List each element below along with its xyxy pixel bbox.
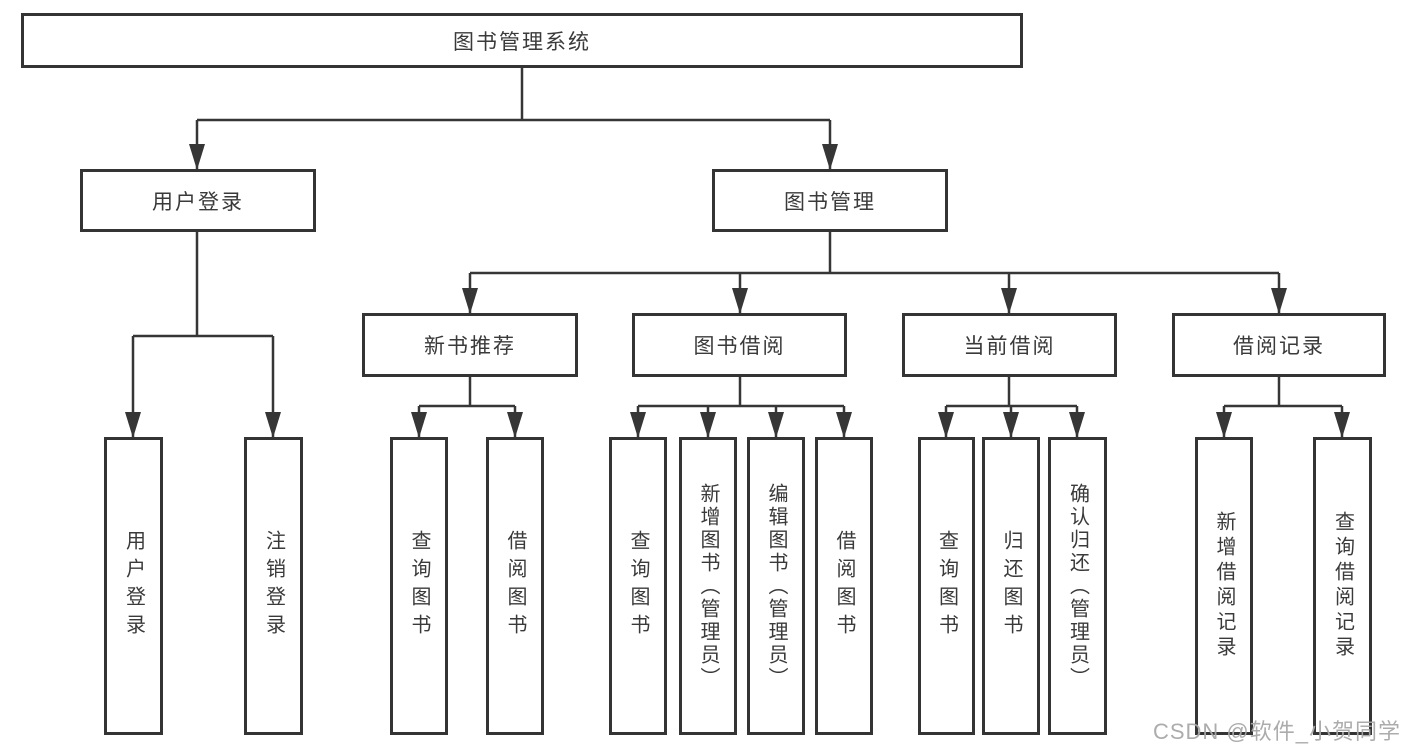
leaf-return-books: 归还图书: [982, 437, 1040, 735]
leaf-query-borrow-record: 查询借阅记录: [1313, 437, 1372, 735]
node-library-management-system: 图书管理系统: [21, 13, 1023, 68]
node-book-borrowing: 图书借阅: [632, 313, 847, 377]
leaf-query-books: 查询图书: [609, 437, 667, 735]
csdn-watermark: CSDN @软件_小贺同学: [1152, 719, 1401, 744]
node-current-borrowing: 当前借阅: [902, 313, 1117, 377]
leaf-confirm-return-admin: 确认归还（管理员）: [1048, 437, 1107, 735]
leaf-query-books: 查询图书: [918, 437, 975, 735]
leaf-borrow-books: 借阅图书: [815, 437, 873, 735]
leaf-add-book-admin: 新增图书（管理员）: [679, 437, 737, 735]
leaf-edit-book-admin: 编辑图书（管理员）: [747, 437, 805, 735]
leaf-query-books: 查询图书: [390, 437, 448, 735]
node-user-login: 用户登录: [80, 169, 316, 232]
leaf-add-borrow-record: 新增借阅记录: [1195, 437, 1253, 735]
leaf-user-login: 用户登录: [104, 437, 163, 735]
node-borrowing-records: 借阅记录: [1172, 313, 1386, 377]
leaf-logout: 注销登录: [244, 437, 303, 735]
node-book-management: 图书管理: [712, 169, 948, 232]
leaf-borrow-books: 借阅图书: [486, 437, 544, 735]
node-new-book-recommendation: 新书推荐: [362, 313, 578, 377]
